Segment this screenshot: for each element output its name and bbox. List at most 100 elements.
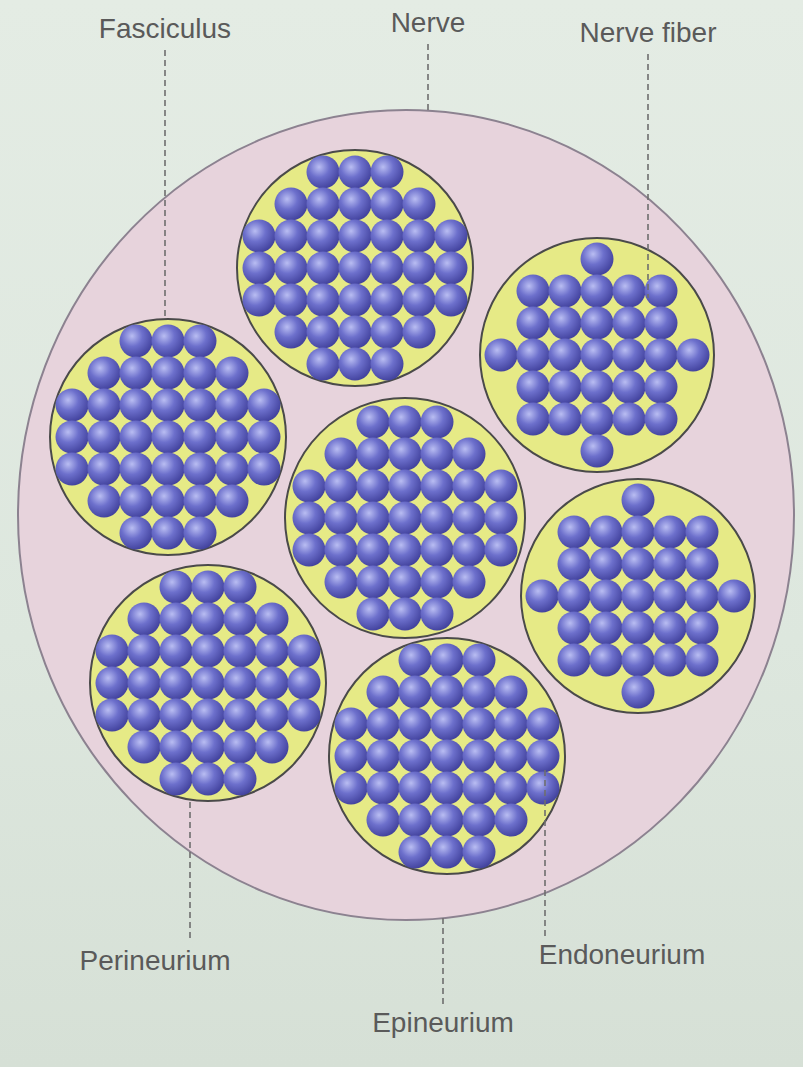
leader-line [544,770,546,936]
nerve-fiber [622,580,655,613]
nerve-fiber [431,644,464,677]
nerve-fiber [216,421,249,454]
nerve-fiber [192,571,225,604]
nerve-fiber [224,635,257,668]
nerve-fiber [224,731,257,764]
nerve-fiber [192,763,225,796]
nerve-fiber [192,635,225,668]
nerve-fiber [88,485,121,518]
nerve-fiber [403,284,436,317]
nerve-fiber [485,339,518,372]
nerve-fiber [96,699,129,732]
nerve-fiber [686,644,719,677]
nerve-fiber [453,470,486,503]
nerve-fiber [431,676,464,709]
nerve-fiber [421,534,454,567]
nerve-fiber [120,389,153,422]
nerve-fiber [517,339,550,372]
nerve-fiber [96,667,129,700]
nerve-fiber [371,252,404,285]
nerve-fiber [371,316,404,349]
part-label: Nerve [391,8,466,39]
nerve-fiber [686,612,719,645]
part-label: Nerve fiber [580,18,717,49]
nerve-fiber [248,453,281,486]
nerve-fiber [421,406,454,439]
nerve-fiber [421,502,454,535]
nerve-fiber [421,438,454,471]
fascicle-perineurium [480,238,714,472]
nerve-fiber [495,708,528,741]
nerve-fiber [184,453,217,486]
nerve-fiber [224,603,257,636]
fascicle-perineurium [285,398,525,638]
nerve-fiber [389,502,422,535]
nerve-fiber [128,699,161,732]
nerve-fiber [184,485,217,518]
nerve-fiber [645,371,678,404]
nerve-fiber [421,566,454,599]
nerve-fiber [581,339,614,372]
nerve-fiber [581,403,614,436]
nerve-fiber [288,635,321,668]
nerve-fiber [56,453,89,486]
nerve-fiber [654,612,687,645]
nerve-fiber [399,772,432,805]
nerve-fiber [216,453,249,486]
nerve-fiber [389,438,422,471]
nerve-fiber [357,470,390,503]
nerve-fiber [581,243,614,276]
part-label: Endoneurium [539,940,706,971]
nerve-fiber [307,348,340,381]
nerve-fiber [152,453,185,486]
nerve-fiber [431,740,464,773]
nerve-fiber [224,699,257,732]
nerve-fiber [613,339,646,372]
nerve-fiber [339,284,372,317]
leader-lines [165,44,648,1004]
nerve-fiber [224,763,257,796]
nerve-fiber [339,316,372,349]
nerve-fiber [160,667,193,700]
nerve-fiber [192,699,225,732]
nerve-fiber [256,603,289,636]
nerve-fiber [307,188,340,221]
leader-line [164,50,166,320]
nerve-fiber [224,667,257,700]
nerve-fiber [256,667,289,700]
nerve-fiber [403,220,436,253]
nerve-fiber [335,708,368,741]
nerve-fiber [160,635,193,668]
part-label: Fasciculus [99,14,231,45]
nerve-fiber [288,699,321,732]
nerve-fiber [275,284,308,317]
nerve-fiber [120,325,153,358]
nerve-fiber [192,731,225,764]
nerve-fiber [421,598,454,631]
nerve-fiber [192,603,225,636]
nerve-fiber [357,438,390,471]
nerve-fiber [549,339,582,372]
nerve-fiber [463,676,496,709]
nerve-fiber [613,403,646,436]
nerve-fiber [160,603,193,636]
fascicle-perineurium [237,150,473,386]
nerve-fiber [463,644,496,677]
nerve-fiber [389,406,422,439]
nerve-fiber [645,403,678,436]
nerve-fiber [613,275,646,308]
nerve-fiber [325,502,358,535]
nerve-fiber [622,644,655,677]
nerve-fiber [160,763,193,796]
nerve-fiber [56,421,89,454]
nerve-fiber [431,836,464,869]
nerve-fiber [549,403,582,436]
nerve-fiber [431,708,464,741]
nerve-fiber [403,252,436,285]
nerve-fiber [558,580,591,613]
nerve-fiber [686,580,719,613]
nerve-fiber [718,580,751,613]
leader-line [442,918,444,1004]
nerve-fiber [160,699,193,732]
